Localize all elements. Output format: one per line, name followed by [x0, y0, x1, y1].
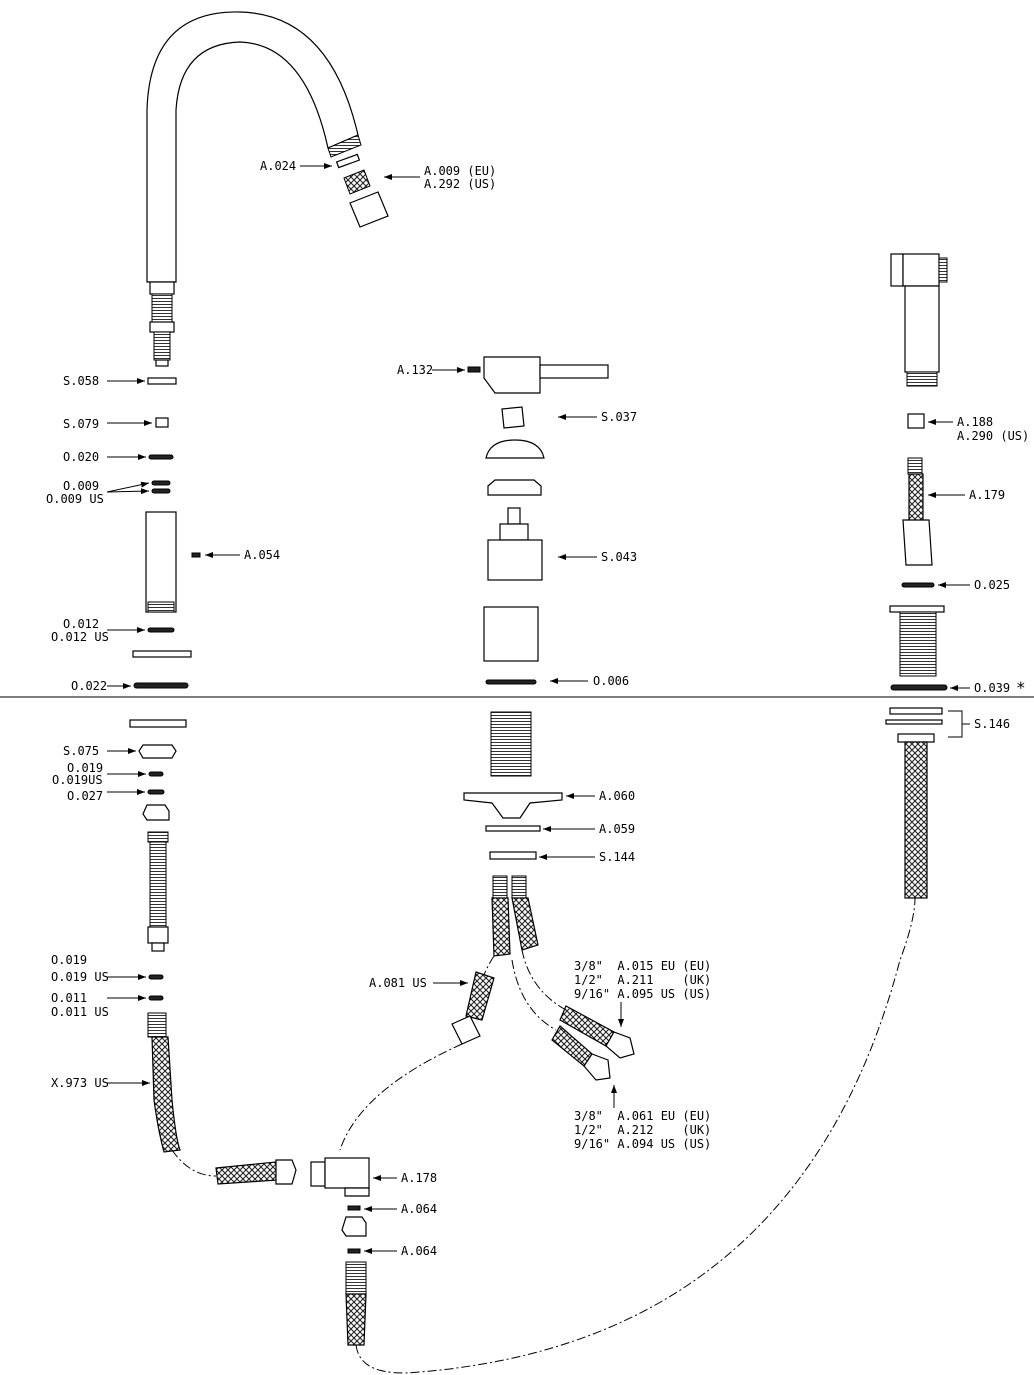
label-o012: O.012 — [63, 617, 99, 631]
label-s146: S.146 — [974, 717, 1010, 731]
part-body — [145, 511, 177, 613]
label-o039: O.039 — [974, 681, 1010, 695]
label-a179: A.179 — [969, 488, 1005, 502]
label-a290: A.290 (US) — [957, 429, 1029, 443]
part-spray-head — [902, 253, 940, 287]
part-o039 — [890, 684, 948, 691]
label-top-row1: 3/8" A.015 EU (EU) — [574, 959, 711, 973]
label-a132: A.132 — [397, 363, 433, 377]
label-o019us-b: O.019 US — [51, 970, 109, 984]
label-o006: O.006 — [593, 674, 629, 688]
part-handle — [483, 356, 541, 394]
part-s075 — [138, 744, 177, 759]
label-a292-us: A.292 (US) — [424, 177, 496, 191]
label-s058: S.058 — [63, 374, 99, 388]
part-a060 — [463, 792, 563, 819]
label-bot-row1: 3/8" A.061 EU (EU) — [574, 1109, 711, 1123]
label-o025: O.025 — [974, 578, 1010, 592]
label-a009-eu: A.009 (EU) — [424, 164, 496, 178]
center-upper-parts — [467, 356, 609, 685]
label-s075: S.075 — [63, 744, 99, 758]
label-o009us: O.009 US — [46, 492, 104, 506]
part-a059 — [485, 825, 541, 832]
part-s144 — [489, 851, 537, 860]
label-top-row2: 1/2" A.211 (UK) — [574, 973, 711, 987]
label-asterisk: * — [1016, 678, 1026, 697]
part-s037 — [501, 406, 525, 429]
label-x973: X.973 US — [51, 1076, 109, 1090]
part-o009-b — [151, 488, 171, 494]
label-a054: A.054 — [244, 548, 280, 562]
part-a132 — [467, 366, 481, 373]
part-a054 — [191, 552, 201, 558]
label-a081: A.081 US — [369, 976, 427, 990]
label-s037: S.037 — [601, 410, 637, 424]
label-top-row3: 9/16" A.095 US (US) — [574, 987, 711, 1001]
left-upper-parts — [132, 377, 201, 689]
spout-assembly — [146, 11, 389, 367]
part-o009-a — [151, 480, 171, 486]
label-o019us-a: O.019US — [52, 773, 103, 787]
label-s079: S.079 — [63, 417, 99, 431]
label-o011us: O.011 US — [51, 1005, 109, 1019]
label-o019-a: O.019 — [67, 761, 103, 775]
leader-lines — [106, 163, 970, 1254]
label-o020: O.020 — [63, 450, 99, 464]
label-a178: A.178 — [401, 1171, 437, 1185]
part-o006 — [485, 679, 537, 685]
label-a024: A.024 — [260, 159, 296, 173]
part-washer — [132, 650, 192, 658]
part-a178 — [324, 1157, 370, 1189]
left-lower-parts — [129, 719, 297, 1185]
part-s058 — [147, 377, 177, 385]
label-o022: O.022 — [71, 679, 107, 693]
label-s043: S.043 — [601, 550, 637, 564]
tee-fitting — [310, 897, 916, 1374]
label-o019-b: O.019 — [51, 953, 87, 967]
part-a179 — [908, 473, 924, 525]
label-bot-row2: 1/2" A.212 (UK) — [574, 1123, 711, 1137]
label-o012us: O.012 US — [51, 630, 109, 644]
part-o020 — [148, 454, 174, 460]
part-s043 — [487, 539, 543, 581]
label-o011: O.011 — [51, 991, 87, 1005]
center-lower-parts — [339, 711, 635, 1151]
label-a188: A.188 — [957, 415, 993, 429]
label-bot-row3: 9/16" A.094 US (US) — [574, 1137, 711, 1151]
label-a064-a: A.064 — [401, 1202, 437, 1216]
part-a188 — [907, 413, 925, 429]
label-a059: A.059 — [599, 822, 635, 836]
part-o025 — [901, 582, 935, 588]
part-cap — [485, 439, 545, 459]
part-o012 — [147, 627, 175, 633]
spray-assembly — [885, 253, 948, 899]
label-o009: O.009 — [63, 479, 99, 493]
label-s144: S.144 — [599, 850, 635, 864]
part-labels: A.024 A.009 (EU) A.292 (US) S.058 S.079 … — [46, 159, 1029, 1258]
label-a060: A.060 — [599, 789, 635, 803]
label-a064-b: A.064 — [401, 1244, 437, 1258]
label-o027: O.027 — [67, 789, 103, 803]
part-s079 — [155, 417, 169, 428]
part-o022 — [133, 682, 189, 689]
